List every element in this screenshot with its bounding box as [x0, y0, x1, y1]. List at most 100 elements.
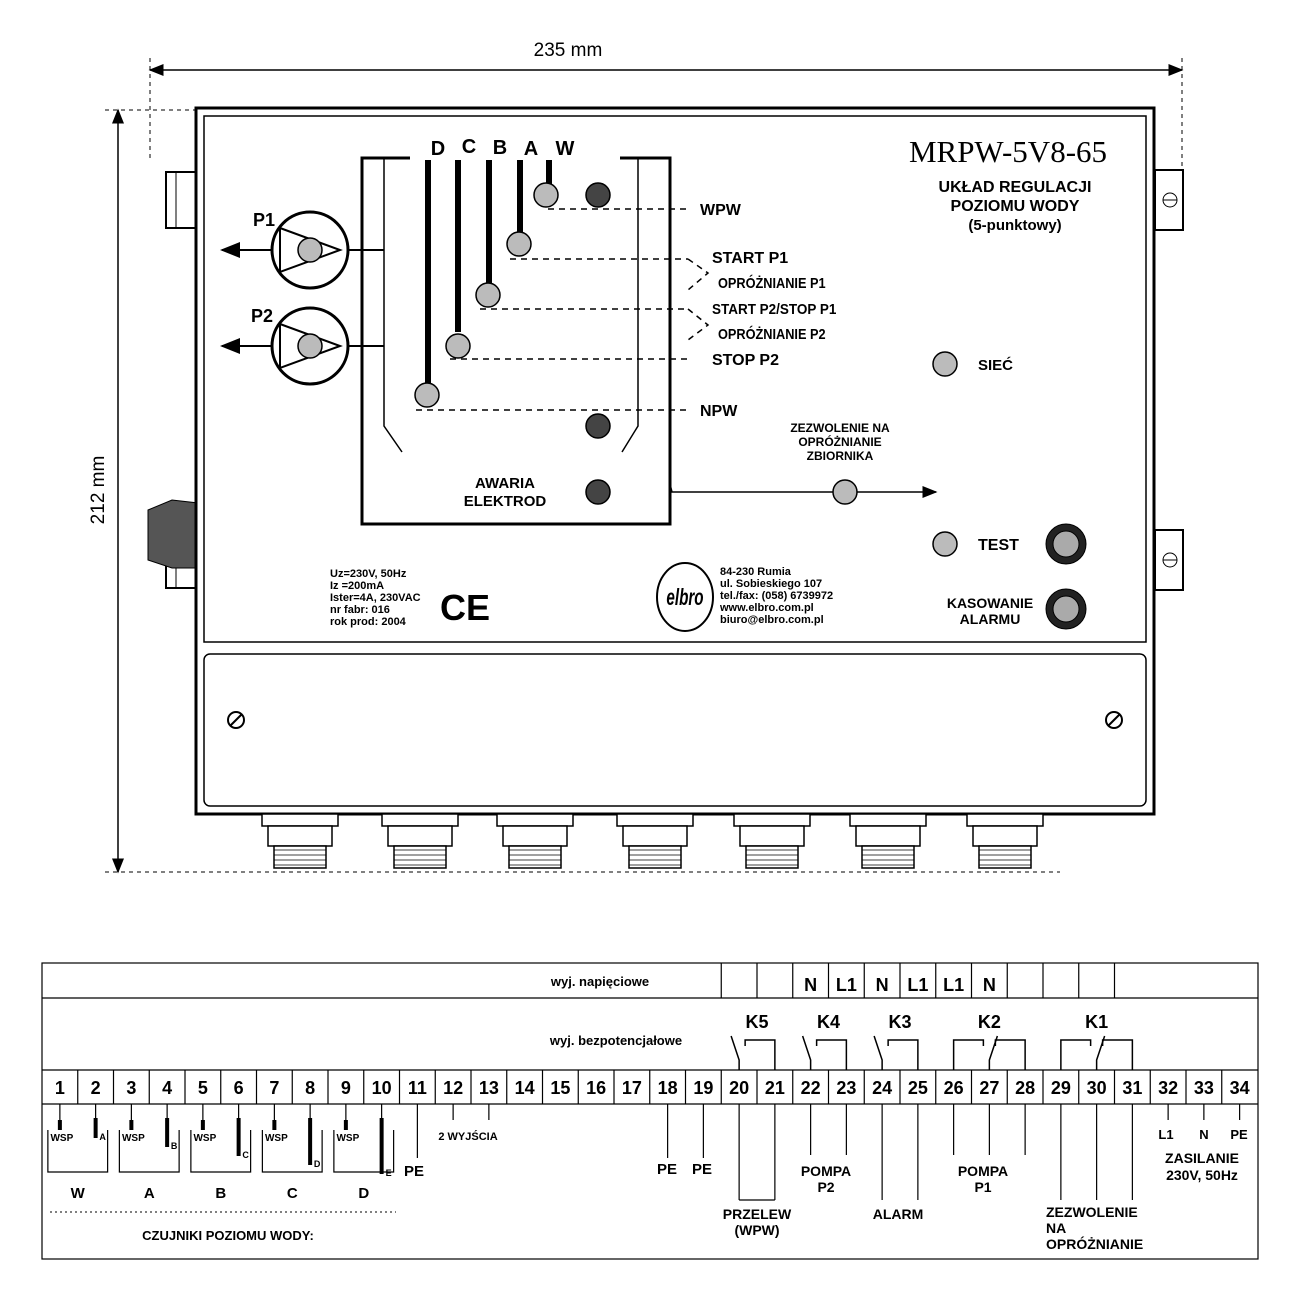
label-start-p2-stop-p1: START P2/STOP P1: [712, 301, 836, 318]
panel-lamps: [414, 182, 958, 557]
pump-p1-symbol: [220, 210, 384, 290]
svg-text:A: A: [144, 1185, 155, 1202]
terminal-number: 22: [801, 1078, 821, 1098]
relay-k4: K4: [801, 1012, 848, 1070]
svg-text:WSP: WSP: [265, 1133, 288, 1144]
terminal-number: 17: [622, 1078, 642, 1098]
subtitle-line-1: UKŁAD REGULACJI: [939, 179, 1092, 196]
svg-text:B: B: [171, 1141, 178, 1151]
voltage-outputs-label: wyj. napięciowe: [550, 974, 649, 989]
dimension-lines: [105, 58, 1184, 874]
pump-p2-symbol: [220, 306, 384, 386]
electrode-d-lamp: [414, 382, 440, 408]
company-line-3: tel./fax: (058) 6739972: [720, 590, 833, 602]
voltage-output-cell: L1: [907, 975, 928, 995]
svg-text:C: C: [242, 1150, 249, 1160]
terminal-number: 33: [1194, 1078, 1214, 1098]
terminal-number: 14: [515, 1078, 535, 1098]
electrode-letter-d: D: [431, 138, 445, 160]
label-two-outputs: 2 WYJŚCIA: [438, 1130, 497, 1143]
test-label: TEST: [978, 537, 1019, 554]
voltage-output-cell: L1: [836, 975, 857, 995]
label-start-p1: START P1: [712, 250, 788, 267]
potential-free-outputs-label: wyj. bezpotencjałowe: [549, 1033, 682, 1048]
terminal-leads: [416, 1104, 1241, 1201]
kasowanie-line-1: KASOWANIE: [947, 595, 1033, 611]
label-zasilanie-1: ZASILANIE: [1165, 1150, 1239, 1166]
relay-k5: K5: [730, 1012, 776, 1070]
relay-k1: K1: [1060, 1012, 1134, 1070]
terminal-number: 21: [765, 1078, 785, 1098]
zezwolenie-signal-line: [669, 483, 938, 498]
company-line-5: biuro@elbro.com.pl: [720, 614, 824, 626]
svg-text:K5: K5: [745, 1012, 768, 1032]
spec-line-4: nr fabr: 016: [330, 604, 390, 616]
terminal-number: 24: [872, 1078, 892, 1098]
terminal-number: 18: [658, 1078, 678, 1098]
spec-line-3: Ister=4A, 230VAC: [330, 592, 421, 604]
cable-gland: [261, 813, 339, 869]
label-pe-19: PE: [692, 1161, 712, 1178]
width-dimension-label: 235 mm: [534, 40, 603, 61]
label-pe-11: PE: [404, 1163, 424, 1180]
label-przelew-2: (WPW): [734, 1222, 779, 1238]
electrode-letter-c: C: [462, 136, 476, 158]
svg-text:WSP: WSP: [50, 1133, 73, 1144]
label-pompa-p1-1: POMPA: [958, 1163, 1008, 1179]
kasowanie-line-2: ALARMU: [960, 611, 1021, 627]
svg-text:K4: K4: [817, 1012, 840, 1032]
relay-k3: K3: [873, 1012, 919, 1070]
svg-text:elbro: elbro: [666, 585, 703, 611]
test-button[interactable]: [1045, 523, 1087, 565]
voltage-output-cells: N L1 N L1 L1 N: [804, 975, 996, 995]
cable-gland: [733, 813, 811, 869]
svg-text:WSP: WSP: [122, 1133, 145, 1144]
voltage-output-cell: N: [983, 975, 996, 995]
terminal-number: 4: [162, 1078, 172, 1098]
label-zasilanie-2: 230V, 50Hz: [1166, 1167, 1238, 1183]
spec-line-2: Iz =200mA: [330, 580, 384, 592]
terminal-number: 26: [944, 1078, 964, 1098]
company-line-4: www.elbro.com.pl: [719, 602, 814, 614]
subtitle-line-3: (5-punktowy): [968, 217, 1061, 234]
terminal-number: 20: [729, 1078, 749, 1098]
voltage-output-cell: N: [876, 975, 889, 995]
spec-line-5: rok prod: 2004: [330, 616, 407, 628]
terminal-number: 7: [269, 1078, 279, 1098]
svg-text:B: B: [215, 1185, 226, 1202]
model-title: MRPW-5V8-65: [909, 134, 1107, 169]
label-empty-p1: OPRÓŻNIANIE P1: [718, 273, 826, 291]
label-alarm: ALARM: [873, 1206, 924, 1222]
svg-text:C: C: [287, 1185, 298, 1202]
svg-text:E: E: [386, 1168, 392, 1178]
voltage-output-cell: N: [804, 975, 817, 995]
voltage-output-cell: L1: [943, 975, 964, 995]
zezwolenie-line-3: ZBIORNIKA: [807, 449, 874, 463]
terminal-number: 11: [408, 1078, 427, 1098]
terminal-number: 6: [234, 1078, 244, 1098]
terminal-number: 9: [341, 1078, 351, 1098]
cable-gland: [849, 813, 927, 869]
terminal-number: 13: [479, 1078, 499, 1098]
terminal-number: 5: [198, 1078, 208, 1098]
terminal-number: 29: [1051, 1078, 1071, 1098]
terminal-number: 34: [1230, 1078, 1250, 1098]
label-l1-32: L1: [1158, 1127, 1173, 1142]
siec-lamp: [932, 351, 958, 377]
cable-gland: [381, 813, 459, 869]
svg-text:K1: K1: [1085, 1012, 1108, 1032]
reset-alarm-button[interactable]: [1045, 588, 1087, 630]
terminal-table-grid: [77, 963, 1223, 1104]
svg-text:A: A: [99, 1132, 106, 1142]
label-npw: NPW: [700, 403, 738, 420]
npw-alarm-lamp: [585, 413, 611, 439]
label-wpw: WPW: [700, 202, 742, 219]
electrode-c-lamp: [445, 333, 471, 359]
label-n-33: N: [1199, 1127, 1208, 1142]
label-czujniki: CZUJNIKI POZIOMU WODY:: [142, 1228, 314, 1243]
elbro-logo: elbro: [656, 562, 714, 632]
